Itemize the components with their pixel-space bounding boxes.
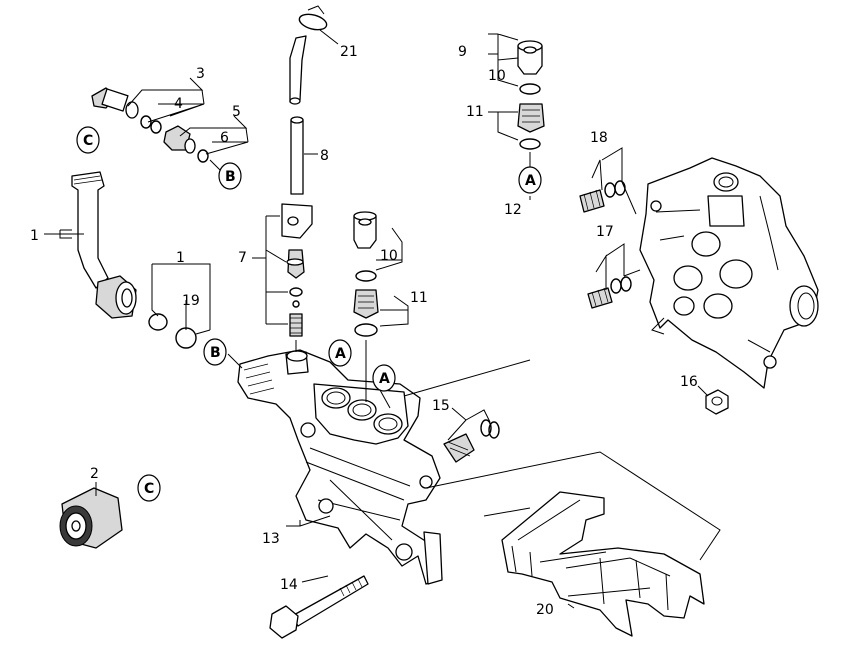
part-15-valve	[443, 419, 500, 463]
part-10-oring-top	[519, 83, 541, 95]
callout-10-mid: 10	[380, 248, 398, 264]
callout-4: 4	[174, 96, 183, 112]
part-18-spring	[579, 180, 626, 213]
callout-6: 6	[220, 130, 229, 146]
part-1-oring	[148, 313, 168, 331]
callout-3: 3	[196, 66, 205, 82]
part-20-frame	[501, 491, 705, 637]
ref-a-top: A	[525, 173, 536, 189]
part-8-hose	[289, 35, 307, 195]
part-14-bolt	[269, 575, 369, 639]
part-17-spring	[587, 276, 632, 309]
callout-15: 15	[432, 398, 450, 414]
part-1-inlet-pipe	[71, 171, 137, 319]
callout-20: 20	[536, 602, 554, 618]
part-19-oring	[175, 327, 197, 349]
callout-2: 2	[90, 466, 99, 482]
part-11-valve	[353, 289, 379, 337]
callout-12: 12	[504, 202, 522, 218]
callout-14: 14	[280, 577, 298, 593]
leader-lines	[44, 29, 721, 609]
part-5-fitting	[163, 125, 196, 154]
callout-labels: 1 1 2 3 4 5 6 7 8 9 10 10 11 11 12 13 14…	[30, 44, 698, 618]
callout-8: 8	[320, 148, 329, 164]
callout-16: 16	[680, 374, 698, 390]
ref-c-bottom: C	[144, 481, 154, 497]
part-7-stack	[281, 203, 313, 337]
manifold-housing	[639, 157, 819, 389]
ref-b-mid: B	[210, 345, 221, 361]
reference-markers: C B B C A A A	[76, 126, 542, 502]
part-13-pump-housing	[237, 349, 443, 585]
part-11-valve-top	[517, 103, 545, 150]
callout-19: 19	[182, 293, 200, 309]
callout-11-top: 11	[466, 104, 484, 120]
callout-5: 5	[232, 104, 241, 120]
callout-18: 18	[590, 130, 608, 146]
callout-13: 13	[262, 531, 280, 547]
ref-a-left: A	[335, 346, 346, 362]
callout-1-lower: 1	[176, 250, 185, 266]
part-3-fitting	[91, 87, 139, 119]
callout-21: 21	[340, 44, 358, 60]
callout-1: 1	[30, 228, 39, 244]
part-6-oring	[197, 149, 209, 163]
ref-b-top: B	[225, 169, 236, 185]
callout-9: 9	[458, 44, 467, 60]
part-4-oring	[140, 115, 162, 134]
callout-7: 7	[238, 250, 247, 266]
part-16-nut	[705, 389, 729, 415]
callout-10-top: 10	[488, 68, 506, 84]
part-9-valve-cap	[517, 40, 543, 75]
part-2-cap	[59, 487, 123, 549]
part-10-valve-cap	[353, 211, 377, 282]
callout-11-mid: 11	[410, 290, 428, 306]
callout-17: 17	[596, 224, 614, 240]
ref-a-right: A	[379, 371, 390, 387]
ref-c-top: C	[83, 133, 93, 149]
part-21-clamp	[298, 5, 328, 31]
